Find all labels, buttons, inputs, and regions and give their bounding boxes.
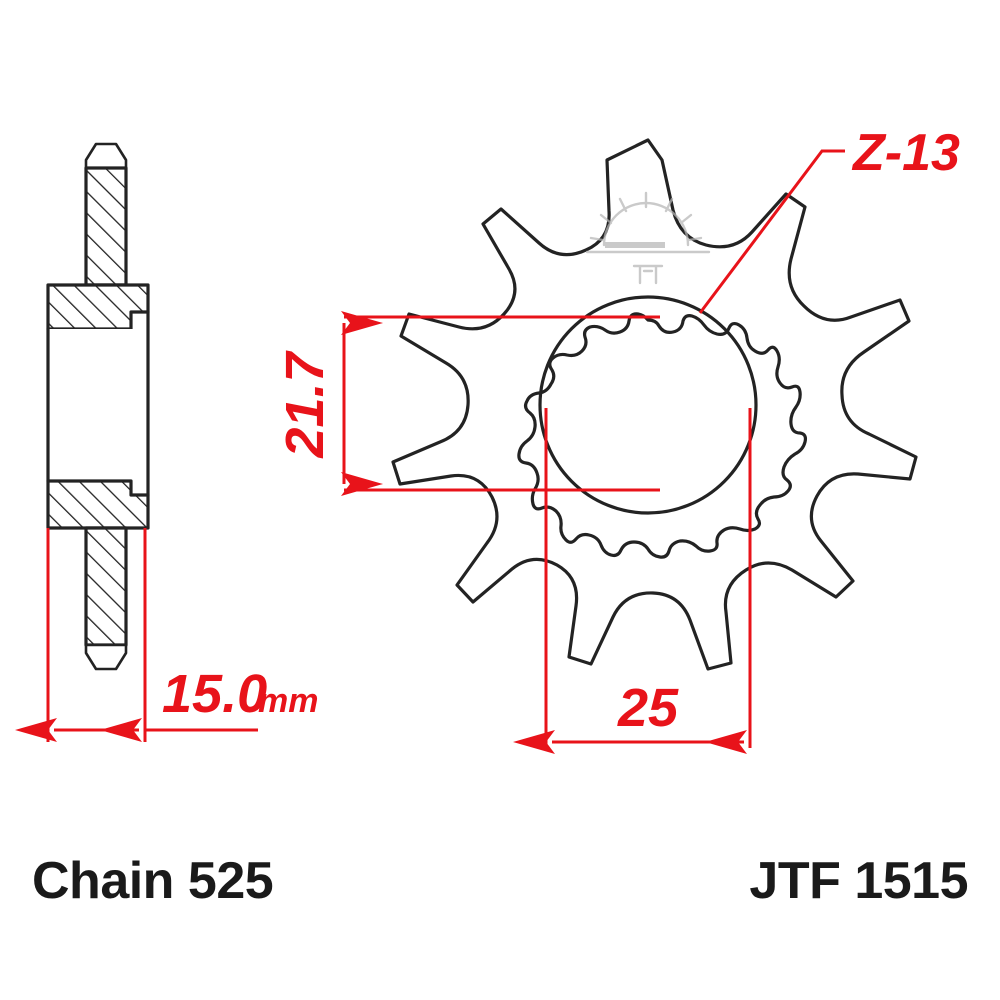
section-tooth-cap-bottom: [84, 643, 128, 671]
section-hub-flange-top-fill: [48, 285, 148, 329]
bore-outer-dimension: 25: [513, 408, 752, 754]
thickness-dimension: 15.0 mm: [15, 528, 318, 742]
sprocket-tooth-profile: [391, 138, 918, 671]
spline-dim-value: 21.7: [275, 349, 335, 458]
sunrise-ray: [618, 197, 628, 213]
sunrise-ray: [687, 236, 703, 242]
bore-dim-value: 25: [617, 678, 679, 738]
sunrise-watermark: [585, 191, 711, 285]
tooth-count-annotation: Z-13: [698, 124, 960, 314]
sunrise-water-band: [605, 242, 665, 248]
sunrise-glyph-icon: [632, 264, 664, 285]
thickness-unit: mm: [258, 682, 318, 720]
section-tooth-shank-top-fill: [86, 168, 126, 285]
sunrise-ray: [599, 213, 613, 225]
section-view: 15.0 mm: [15, 142, 318, 742]
section-hub-flange-bottom-fill: [48, 481, 148, 528]
bore-outer-circle: [538, 295, 758, 515]
thickness-value: 15.0: [162, 664, 267, 724]
sunrise-ray: [589, 236, 605, 242]
tooth-count-leader: [698, 149, 845, 314]
sunrise-ray: [664, 197, 674, 213]
section-web-cavity: [48, 329, 148, 481]
tooth-count-label: Z-13: [851, 124, 960, 182]
face-view: Z-13 21.7 25: [275, 124, 960, 754]
chain-caption: Chain 525: [32, 852, 273, 910]
sunrise-ray: [679, 213, 693, 225]
bore-spline-profile: [517, 312, 808, 559]
section-tooth-shank-bottom-fill: [86, 528, 126, 645]
bore-spline-dimension: 21.7: [275, 311, 660, 496]
part-number-caption: JTF 1515: [749, 852, 968, 910]
